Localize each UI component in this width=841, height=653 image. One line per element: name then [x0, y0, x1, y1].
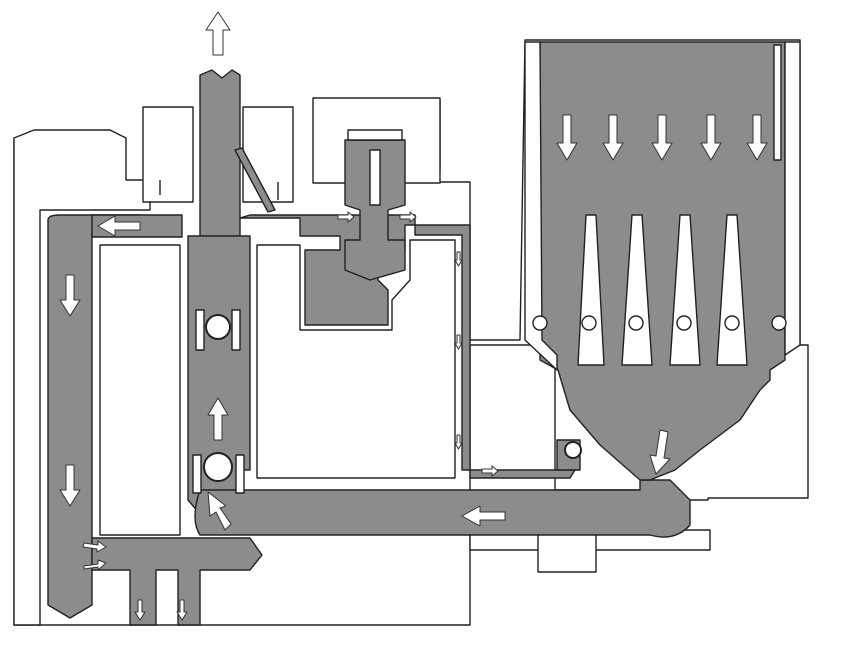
reservoir-fin-4: [716, 214, 748, 366]
reservoir-pin-4: [676, 315, 692, 331]
upper-check-valve-seat-right: [231, 309, 241, 351]
lower-outlet-manifold: [91, 537, 263, 626]
reservoir-down-arrow-2: [602, 114, 624, 161]
upper-valve-stem: [369, 149, 381, 206]
reservoir-down-arrow-5: [746, 114, 768, 161]
reservoir-down-arrow-3: [651, 114, 673, 161]
center-up-arrow-1: [207, 397, 229, 441]
left-feed-arrow: [97, 215, 141, 237]
center-up-arrow-2: [207, 491, 232, 531]
left-vertical-column: [47, 214, 141, 619]
flow-arrows: [59, 11, 768, 621]
drain-down-arrow-2: [176, 599, 188, 621]
left-column-down-arrow-2: [59, 464, 81, 507]
manifold-arrow-1: [82, 540, 107, 553]
reservoir-pin-1: [532, 315, 548, 331]
internal-details: [99, 41, 801, 536]
reservoir-left-wall: [524, 41, 558, 371]
valve-arrow-right: [399, 211, 417, 223]
reservoir-outlet-check-ball: [564, 441, 582, 459]
fluid-channels: [47, 41, 786, 626]
upper-valve-cap: [347, 129, 403, 141]
return-flow-arrow: [461, 505, 506, 527]
manifold-arrow-2: [83, 559, 107, 571]
left-column-down-arrow-1: [59, 274, 81, 317]
reservoir-down-arrow-4: [700, 114, 722, 161]
reservoir-fin-3: [669, 214, 701, 366]
side-channel-arrow-3: [454, 434, 463, 450]
lower-check-valve-seat: [192, 454, 202, 494]
side-channel-arrow-2: [454, 334, 463, 350]
lower-check-valve-seat-right: [235, 454, 245, 494]
drain-port-housing: [537, 529, 597, 573]
reservoir-down-arrow-1: [556, 114, 578, 161]
upper-valve-body: [344, 139, 406, 281]
reservoir-funnel: [539, 41, 786, 481]
inner-cavity-left: [99, 244, 181, 536]
side-channel-arrow-1: [454, 251, 463, 267]
valve-arrow-left: [337, 211, 355, 223]
funnel-outlet-arrow: [649, 429, 671, 475]
lower-check-ball: [203, 452, 233, 482]
upper-check-valve-seat: [195, 309, 205, 351]
reservoir-fin-2: [621, 214, 653, 366]
reservoir-pin-5: [724, 315, 740, 331]
diagonal-bypass-line: [234, 147, 276, 213]
top-outlet-arrow: [205, 11, 231, 56]
drain-down-arrow-1: [134, 599, 146, 621]
reservoir-pin-6: [771, 315, 787, 331]
upper-check-ball: [205, 314, 231, 340]
main-return-channel: [194, 479, 691, 538]
reservoir-vent-strip: [773, 44, 782, 161]
side-channel-arrow-4: [481, 465, 499, 477]
reservoir-pin-3: [628, 315, 644, 331]
reservoir-right-wall: [784, 41, 801, 356]
reservoir-pin-2: [581, 315, 597, 331]
center-valve-housing-left: [142, 106, 194, 203]
inner-cavity-center: [256, 239, 456, 479]
center-valve-housing-right: [242, 106, 294, 203]
